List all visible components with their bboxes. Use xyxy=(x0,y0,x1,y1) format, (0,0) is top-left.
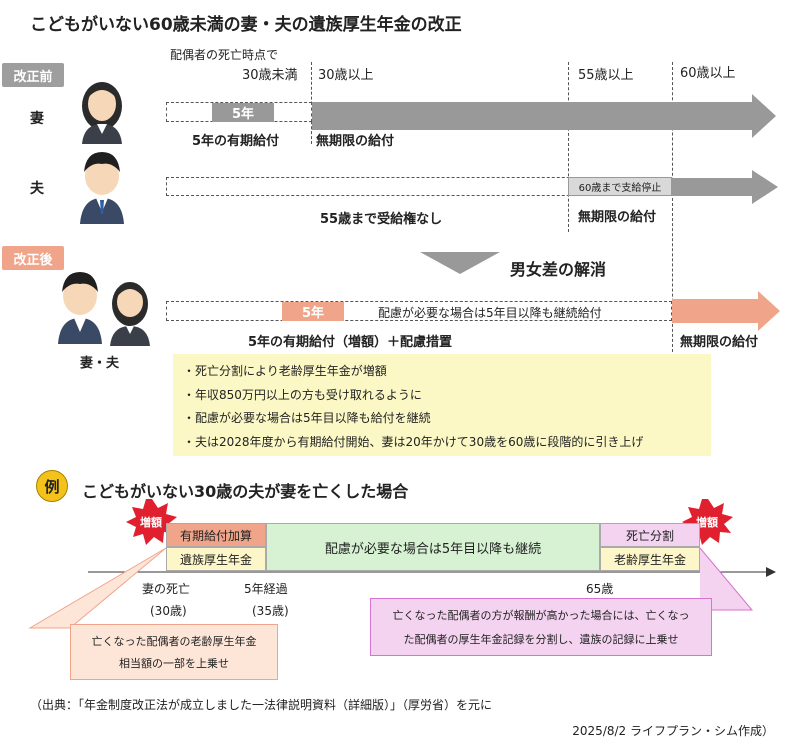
increase-left-label: 増額 xyxy=(140,516,162,529)
reform-notes: ・死亡分割により老齢厚生年金が増額 ・年収850万円以上の方も受け取れるように … xyxy=(173,354,711,456)
increase-right-label: 増額 xyxy=(696,516,718,529)
death-split-cell: 死亡分割 xyxy=(600,523,700,547)
age-55plus-label: 55歳以上 xyxy=(578,68,634,83)
change-arrow xyxy=(420,252,500,274)
example-badge: 例 xyxy=(36,470,68,502)
husband-arrow-tip xyxy=(670,170,778,204)
wife-unlimited-arrow xyxy=(312,94,776,138)
divider-60 xyxy=(672,62,673,352)
fixed-addition-cell: 有期給付加算 xyxy=(166,523,266,547)
change-label: 男女差の解消 xyxy=(510,260,607,279)
age-60plus-label: 60歳以上 xyxy=(680,66,736,81)
husband-suspended-box: 60歳まで支給停止 xyxy=(568,177,672,196)
left-callout-line: 亡くなった配偶者の老齢厚生年金 xyxy=(91,635,257,648)
timing-note: 配偶者の死亡時点で xyxy=(170,48,279,62)
divider-55 xyxy=(568,62,569,232)
wife-row-label: 妻 xyxy=(30,111,44,127)
left-callout: 亡くなった配偶者の老齢厚生年金 相当額の一部を上乗せ xyxy=(70,624,278,680)
after-consideration-label: 配慮が必要な場合は5年目以降も継続給付 xyxy=(378,306,602,320)
left-callout-connector xyxy=(28,547,167,629)
husband-suspended-label: 60歳まで支給停止 xyxy=(578,183,662,194)
husband-unlimited-label: 無期限の給付 xyxy=(578,210,657,225)
after-unlimited-arrow xyxy=(672,291,780,331)
couple-avatar xyxy=(58,272,150,346)
note-item: ・年収850万円以上の方も受け取れるように xyxy=(183,387,422,402)
right-callout-connector xyxy=(699,547,754,611)
timeline-axis-arrowhead xyxy=(766,567,776,577)
husband-no-right-label: 55歳まで受給権なし xyxy=(320,212,443,227)
right-callout: 亡くなった配偶者の方が報酬が高かった場合には、亡くなっ た配偶者の厚生年金記録を… xyxy=(370,598,712,656)
after-unlimited-label: 無期限の給付 xyxy=(680,335,759,350)
after-5y-bar: 5年 xyxy=(282,302,344,321)
age-35-label: (35歳) xyxy=(252,604,289,618)
age-30plus-label: 30歳以上 xyxy=(318,68,374,83)
left-callout-line: 相当額の一部を上乗せ xyxy=(119,657,229,670)
husband-row-label: 夫 xyxy=(30,181,44,197)
old-age-pension-cell: 老齢厚生年金 xyxy=(600,547,700,571)
right-callout-line: 亡くなった配偶者の方が報酬が高かった場合には、亡くなっ xyxy=(392,609,690,622)
note-item: ・夫は2028年度から有期給付開始、妻は20年かけて30歳を60歳に段階的に引き… xyxy=(183,434,644,449)
age-under30-label: 30歳未満 xyxy=(242,68,298,83)
wife-5y-bar: 5年 xyxy=(212,103,274,122)
wife-death-label: 妻の死亡 xyxy=(142,582,191,596)
note-item: ・死亡分割により老齢厚生年金が増額 xyxy=(183,364,387,378)
wife-fixed-term-label: 5年の有期給付 xyxy=(192,134,280,149)
before-reform-tag: 改正前 xyxy=(2,63,64,87)
survivor-pension-cell: 遺族厚生年金 xyxy=(166,547,266,571)
husband-avatar xyxy=(80,152,124,224)
after-fixed-term-label: 5年の有期給付（増額）＋配慮措置 xyxy=(248,335,453,350)
burst-left xyxy=(126,499,177,545)
right-callout-line: た配偶者の厚生年金記録を分割し、遺族の記録に上乗せ xyxy=(403,633,679,646)
age-30-label: (30歳) xyxy=(150,604,187,618)
couple-row-label: 妻・夫 xyxy=(80,356,120,371)
page-title: こどもがいない60歳未満の妻・夫の遺族厚生年金の改正 xyxy=(30,15,462,35)
age-65-label: 65歳 xyxy=(586,582,614,596)
continuation-cell: 配慮が必要な場合は5年目以降も継続 xyxy=(266,523,600,571)
after-reform-tag: 改正後 xyxy=(2,246,64,270)
five-years-label: 5年経過 xyxy=(244,582,288,596)
note-item: ・配慮が必要な場合は5年目以降も給付を継続 xyxy=(183,411,431,425)
wife-avatar xyxy=(82,82,122,144)
wife-unlimited-label: 無期限の給付 xyxy=(316,134,395,149)
example-title: こどもがいない30歳の夫が妻を亡くした場合 xyxy=(82,482,409,501)
source-note: （出典：「年金制度改正法が成立しました一法律説明資料（詳細版）」（厚労省）を元に xyxy=(30,698,493,712)
credit-note: 2025/8/2 ライフプラン・シム作成） xyxy=(572,724,774,738)
